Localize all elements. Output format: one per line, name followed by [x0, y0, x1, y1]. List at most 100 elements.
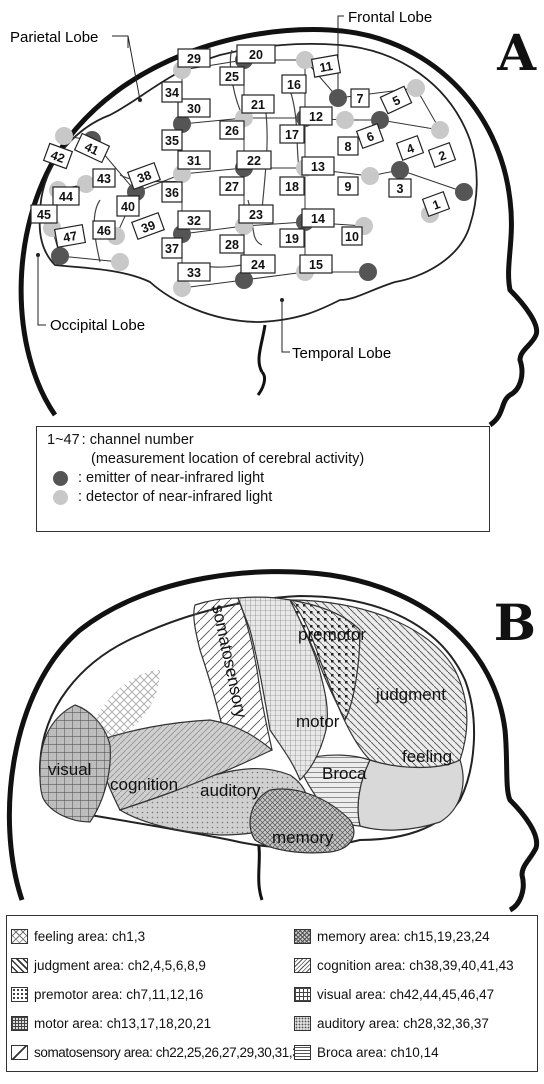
- channel-13: 13: [302, 157, 334, 175]
- channel-number: 37: [165, 242, 179, 256]
- legend-b-text: premotor area: ch7,11,12,16: [34, 987, 203, 1002]
- channel-number: 9: [345, 180, 352, 194]
- channel-number: 21: [251, 98, 265, 112]
- emitter-optode: [391, 161, 409, 179]
- channel-number: 26: [225, 124, 239, 138]
- emitter-dot-icon: [53, 471, 68, 486]
- channel-number: 16: [287, 78, 301, 92]
- channel-40: 40: [117, 196, 139, 216]
- legend-b-item: feeling area: ch1,3: [11, 922, 294, 951]
- legend-b-item: premotor area: ch7,11,12,16: [11, 980, 294, 1009]
- legend-emitter-text: : emitter of near-infrared light: [78, 469, 264, 488]
- channel-number: 30: [187, 102, 201, 116]
- channel-10: 10: [342, 227, 362, 245]
- optode-link: [60, 256, 120, 262]
- channel-number: 11: [318, 59, 333, 75]
- legend-b-item: Broca area: ch10,14: [294, 1038, 537, 1067]
- legend-b-text: Broca area: ch10,14: [317, 1045, 439, 1060]
- channel-18: 18: [280, 177, 304, 195]
- channel-16: 16: [282, 75, 306, 93]
- detector-optode: [111, 253, 129, 271]
- auditory-pattern-icon: [294, 1016, 311, 1031]
- label-feeling: feeling: [402, 747, 452, 766]
- channel-34: 34: [162, 82, 182, 102]
- cognition-pattern-icon: [294, 958, 311, 973]
- channel-35: 35: [162, 130, 182, 150]
- legend-channel-note: (measurement location of cerebral activi…: [47, 450, 479, 469]
- detector-dot-icon: [53, 490, 68, 505]
- channel-2: 2: [429, 143, 456, 167]
- feeling-area: [358, 760, 463, 830]
- channel-number: 29: [187, 52, 201, 66]
- channel-29: 29: [178, 49, 210, 67]
- channel-number: 20: [249, 48, 263, 62]
- channel-46: 46: [93, 221, 115, 239]
- channel-number: 40: [121, 200, 135, 214]
- channel-42: 42: [44, 143, 73, 168]
- judgment-pattern-icon: [11, 958, 28, 973]
- label-cognition: cognition: [110, 775, 178, 794]
- channel-24: 24: [241, 255, 275, 273]
- legend-channel-text: : channel number: [82, 431, 194, 450]
- channel-number: 17: [285, 128, 299, 142]
- channel-number: 18: [285, 180, 299, 194]
- parietal-lobe-label: Parietal Lobe: [10, 29, 98, 46]
- emitter-optode: [455, 183, 473, 201]
- channel-number: 43: [97, 172, 111, 186]
- channel-4: 4: [397, 136, 424, 160]
- frontal-lobe-label: Frontal Lobe: [348, 9, 432, 26]
- channel-3: 3: [389, 179, 411, 197]
- channel-number: 35: [165, 134, 179, 148]
- label-broca: Broca: [322, 764, 367, 783]
- channel-number: 13: [311, 160, 325, 174]
- detector-optode: [55, 127, 73, 145]
- somatosensory-pattern-icon: [11, 1045, 28, 1060]
- channel-number: 25: [225, 70, 239, 84]
- neck-line-b: [258, 840, 262, 900]
- channel-43: 43: [93, 169, 115, 187]
- channel-number: 27: [225, 180, 239, 194]
- channel-number: 15: [309, 258, 323, 272]
- legend-channel-row: 1~47 : channel number: [47, 431, 479, 450]
- channel-14: 14: [302, 209, 334, 227]
- memory-pattern-icon: [294, 929, 311, 944]
- detector-optode: [431, 121, 449, 139]
- channel-36: 36: [162, 182, 182, 202]
- channel-20: 20: [237, 45, 275, 63]
- channel-45: 45: [31, 205, 57, 223]
- figure-a: Frontal Lobe Parietal Lobe Occipital Lob…: [0, 0, 544, 560]
- channel-number: 8: [345, 140, 352, 154]
- legend-b-item: memory area: ch15,19,23,24: [294, 922, 537, 951]
- broca-pattern-icon: [294, 1045, 311, 1060]
- channel-28: 28: [220, 235, 244, 253]
- channel-32: 32: [178, 211, 210, 229]
- channel-number: 46: [97, 224, 111, 238]
- channel-number: 45: [37, 208, 51, 222]
- legend-detector-text: : detector of near-infrared light: [78, 488, 272, 507]
- channel-number: 33: [187, 266, 201, 280]
- channel-number: 31: [187, 154, 201, 168]
- channel-8: 8: [338, 137, 358, 155]
- channel-7: 7: [351, 89, 369, 107]
- detector-optode: [173, 279, 191, 297]
- detector-optode: [407, 79, 425, 97]
- channel-39: 39: [132, 213, 164, 239]
- detector-optode: [336, 111, 354, 129]
- channel-41: 41: [75, 134, 110, 163]
- legend-detector-row: : detector of near-infrared light: [47, 488, 479, 507]
- emitter-optode: [329, 89, 347, 107]
- legend-b-item: somatosensory area: ch22,25,26,27,29,30,…: [11, 1038, 294, 1067]
- emitter-optode: [359, 263, 377, 281]
- channel-number: 32: [187, 214, 201, 228]
- legend-b-text: cognition area: ch38,39,40,41,43: [317, 958, 514, 973]
- channel-33: 33: [178, 263, 210, 281]
- channel-27: 27: [220, 177, 244, 195]
- channel-number: 23: [249, 208, 263, 222]
- legend-b-item: motor area: ch13,17,18,20,21: [11, 1009, 294, 1038]
- channel-17: 17: [280, 125, 304, 143]
- optode-network: 1234567891011121314151617181920212223242…: [31, 45, 473, 297]
- neck-line-a: [258, 325, 265, 395]
- legend-b: feeling area: ch1,3 memory area: ch15,19…: [6, 915, 538, 1072]
- label-memory: memory: [272, 828, 334, 847]
- channel-15: 15: [300, 255, 332, 273]
